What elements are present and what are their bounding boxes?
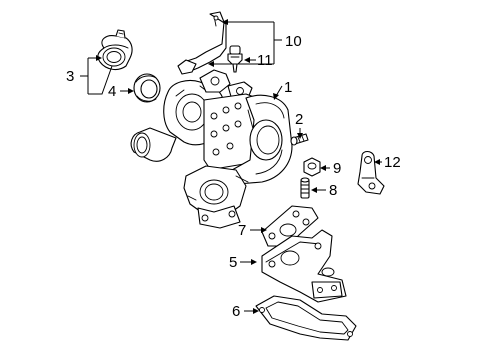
callout-label-5: 5 xyxy=(229,254,237,271)
callout-10: 10 xyxy=(208,19,302,67)
callout-6: 6 xyxy=(232,303,259,320)
part-9-nut xyxy=(303,157,321,177)
part-12-bracket xyxy=(357,150,385,195)
callout-2: 2 xyxy=(295,111,303,139)
part-3-intake-elbow xyxy=(97,29,133,71)
part-11-sensor xyxy=(227,45,243,73)
callout-7: 7 xyxy=(238,222,267,239)
callout-label-2: 2 xyxy=(295,111,303,128)
part-5-manifold-adapter xyxy=(261,229,347,303)
callout-11: 11 xyxy=(244,52,273,69)
callout-label-3: 3 xyxy=(66,68,74,85)
callout-label-4: 4 xyxy=(108,83,116,100)
callout-label-7: 7 xyxy=(238,222,246,239)
callout-label-11: 11 xyxy=(257,52,273,69)
callout-label-6: 6 xyxy=(232,303,240,320)
callout-3: 3 xyxy=(66,55,113,95)
callout-label-8: 8 xyxy=(329,182,337,199)
part-7-gasket xyxy=(261,205,319,247)
callout-9: 9 xyxy=(320,160,341,177)
callout-5: 5 xyxy=(229,254,257,271)
callout-label-12: 12 xyxy=(384,154,401,171)
part-4-seal-ring xyxy=(133,73,161,103)
callout-1: 1 xyxy=(273,79,292,100)
part-2-stud xyxy=(290,133,309,146)
callout-12: 12 xyxy=(374,154,401,171)
part-6-gasket xyxy=(255,295,357,341)
part-8-stud xyxy=(300,177,310,199)
callout-4: 4 xyxy=(108,83,134,100)
callout-8: 8 xyxy=(311,182,337,199)
callout-label-1: 1 xyxy=(284,79,292,96)
part-10-heat-shield-bracket xyxy=(177,11,227,75)
callout-label-9: 9 xyxy=(333,160,341,177)
part-1-turbocharger xyxy=(130,69,293,229)
callout-label-10: 10 xyxy=(285,33,302,50)
